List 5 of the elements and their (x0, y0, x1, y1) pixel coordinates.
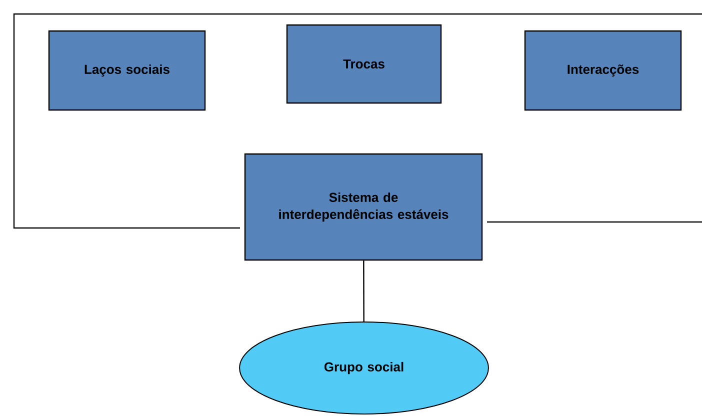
process-box: Trocas (286, 24, 442, 104)
process-box: Laços sociais (48, 30, 206, 111)
process-box: Interacções (524, 30, 682, 111)
process-box: Sistema de interdependências estáveis (244, 153, 483, 261)
connector-line (363, 260, 364, 322)
